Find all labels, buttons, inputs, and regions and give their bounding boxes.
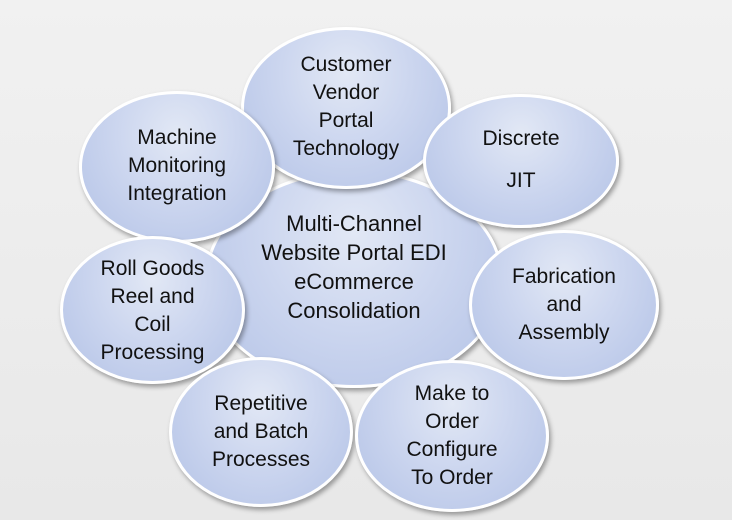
customer-line-2: Vendor — [312, 81, 380, 104]
bubble-make-configure-order: Make to Order Configure To Order — [355, 360, 549, 512]
roll-line-3: Coil — [134, 313, 171, 336]
repetitive-line-1: Repetitive — [214, 392, 308, 415]
machine-line-3: Integration — [127, 182, 227, 205]
center-line-2: Website Portal EDI — [261, 240, 447, 265]
bubble-repetitive-batch: Repetitive and Batch Processes — [169, 357, 353, 507]
fabrication-line-2: and — [546, 293, 582, 316]
center-line-1: Multi-Channel — [286, 211, 422, 236]
make-line-1: Make to — [414, 382, 490, 405]
make-line-4: To Order — [411, 466, 493, 489]
make-line-3: Configure — [406, 438, 498, 461]
customer-line-4: Technology — [292, 137, 400, 160]
bubble-discrete-jit: Discrete JIT — [423, 94, 619, 228]
bubble-machine-monitoring: Machine Monitoring Integration — [79, 91, 275, 243]
fabrication-line-1: Fabrication — [512, 265, 616, 288]
repetitive-line-2: and Batch — [213, 420, 309, 443]
customer-line-1: Customer — [300, 53, 392, 76]
right-edge-strip — [732, 0, 740, 520]
center-line-4: Consolidation — [287, 298, 421, 323]
roll-line-2: Reel and — [110, 285, 195, 308]
repetitive-line-3: Processes — [211, 448, 311, 471]
machine-line-2: Monitoring — [127, 154, 227, 177]
discrete-line-1: Discrete — [482, 127, 560, 150]
bubble-customer-vendor-portal: Customer Vendor Portal Technology — [241, 27, 451, 189]
roll-line-4: Processing — [100, 341, 205, 364]
bubble-roll-goods: Roll Goods Reel and Coil Processing — [60, 236, 245, 384]
bubble-fabrication-assembly: Fabrication and Assembly — [469, 230, 659, 380]
customer-line-3: Portal — [318, 109, 374, 132]
center-line-3: eCommerce — [294, 269, 414, 294]
roll-line-1: Roll Goods — [100, 257, 205, 280]
fabrication-line-3: Assembly — [518, 321, 610, 344]
make-line-2: Order — [425, 410, 479, 433]
machine-line-1: Machine — [137, 126, 217, 149]
discrete-line-2: JIT — [506, 169, 536, 192]
